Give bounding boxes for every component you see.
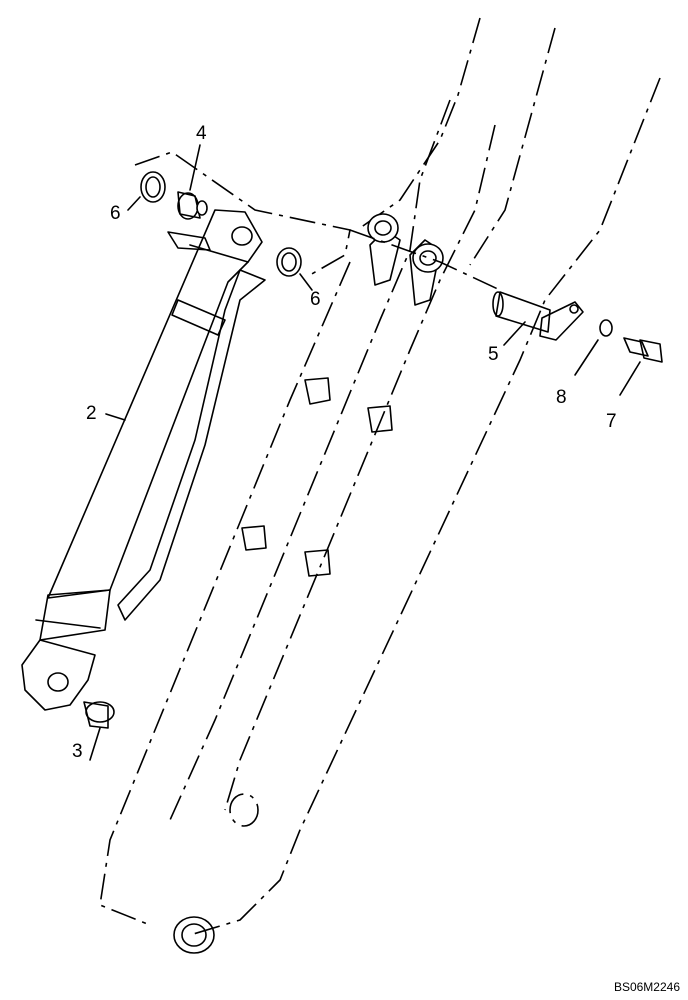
callout-7: 7 <box>606 411 617 432</box>
boom-outline <box>99 17 661 954</box>
washer-8 <box>599 319 613 337</box>
callout-8: 8 <box>556 387 567 408</box>
callout-5: 5 <box>488 344 499 365</box>
drawing-code: BS06M2246 <box>613 980 680 994</box>
bushing-3 <box>83 701 115 761</box>
cylinder <box>21 209 266 711</box>
callout-6-lower: 6 <box>310 289 321 310</box>
bolt-7 <box>619 337 663 396</box>
callout-4: 4 <box>196 123 207 144</box>
bushing-4 <box>177 144 208 220</box>
mount-outline <box>134 151 351 276</box>
callout-2: 2 <box>86 403 97 424</box>
callout-3: 3 <box>72 741 83 762</box>
pin-5 <box>492 291 584 346</box>
boom-base-pin-hole <box>173 916 215 954</box>
callout-6-upper: 6 <box>110 203 121 224</box>
shim-6-upper <box>140 171 166 203</box>
shim-6-lower <box>276 247 302 277</box>
